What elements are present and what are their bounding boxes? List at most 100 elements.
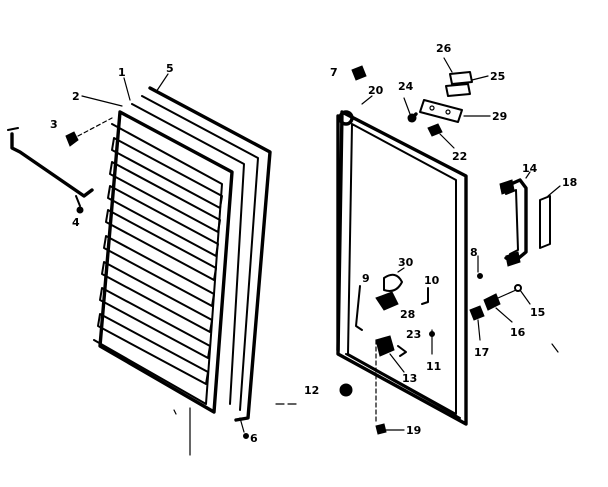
callout-8: 8 (470, 246, 478, 259)
callout-24: 24 (398, 80, 414, 93)
shelf-rib (97, 313, 209, 385)
lock-cylinder-outline (383, 273, 403, 292)
leader-line (397, 267, 405, 273)
bottom-bushing-icon (339, 383, 353, 397)
door-inner-frame (347, 123, 457, 415)
leader-line (403, 97, 411, 115)
callout-13: 13 (402, 372, 417, 385)
shim-plate (445, 83, 471, 97)
handle-mount-icon (469, 305, 485, 321)
hinge-screw-icon (407, 113, 417, 123)
bracket-end (7, 127, 19, 131)
callout-22: 22 (452, 150, 467, 163)
gasket-inner-edge (141, 95, 259, 411)
leader-line (77, 117, 113, 137)
callout-18: 18 (562, 176, 577, 189)
strike-bracket-icon (421, 287, 429, 305)
callout-12: 12 (304, 384, 319, 397)
handle-bracket (7, 127, 94, 214)
handle-trim (539, 195, 551, 249)
callout-20: 20 (368, 84, 384, 97)
door-liner-assembly (65, 73, 297, 456)
leader-line (519, 289, 531, 305)
callout-5: 5 (166, 62, 174, 75)
leader-line (477, 319, 481, 341)
top-hinge-assembly (361, 57, 491, 149)
callout-25: 25 (490, 70, 505, 83)
leader-line (495, 307, 513, 323)
screw-icon (477, 273, 483, 279)
door-gasket (148, 86, 272, 422)
leader-line (361, 95, 373, 105)
gasket-clip (243, 433, 249, 439)
leader-line (389, 353, 405, 373)
callout-11: 11 (426, 360, 441, 373)
handle-mount-icon (483, 293, 501, 311)
callout-26: 26 (436, 42, 452, 55)
handle-inner (505, 189, 519, 255)
callout-labels: 1 2 3 4 5 6 7 8 9 10 11 12 13 14 15 16 1… (50, 42, 577, 445)
shelf-rib (111, 137, 223, 209)
handle-end-cap (499, 179, 515, 195)
hole (429, 105, 435, 111)
leader-line (155, 73, 169, 93)
leader-line (443, 57, 453, 73)
shelf-rib (109, 161, 221, 233)
lock-body-icon (375, 291, 399, 311)
hinge-plate (419, 99, 463, 123)
handle-end-cap (505, 251, 521, 267)
leader-line (123, 77, 131, 101)
shelf-rib (103, 235, 215, 307)
screw-icon (514, 284, 522, 292)
callout-23: 23 (406, 328, 421, 341)
shelf-rib (105, 209, 217, 281)
callout-15: 15 (530, 306, 545, 319)
door-handle-assembly (469, 171, 561, 353)
leader-line (497, 289, 517, 299)
clip-icon (397, 345, 407, 357)
leader-line (525, 171, 531, 179)
callout-2: 2 (72, 90, 80, 103)
leader-line (81, 95, 123, 107)
screw-icon (375, 423, 387, 435)
callout-16: 16 (510, 326, 526, 339)
leader-line (239, 417, 245, 433)
latch-icon (375, 335, 395, 357)
shelf-rib (107, 185, 219, 257)
tick-mark (173, 409, 177, 415)
leader-line (547, 185, 561, 197)
callout-17: 17 (474, 346, 489, 359)
door-panel-assembly (336, 65, 483, 435)
hole (445, 109, 451, 115)
bracket-bar (10, 132, 94, 198)
tick-mark (551, 343, 559, 353)
callout-7: 7 (330, 66, 338, 79)
door-liner (98, 110, 234, 414)
shelf-rib (101, 261, 213, 333)
screw-icon (76, 206, 84, 214)
screw-icon (429, 331, 435, 337)
callout-6: 6 (250, 432, 258, 445)
hinge-bracket-icon (427, 123, 443, 137)
callout-19: 19 (406, 424, 421, 437)
callout-9: 9 (362, 272, 370, 285)
breaker-strip (131, 103, 245, 405)
leader-line (439, 133, 455, 149)
bracket-foot (75, 195, 81, 207)
top-hinge-bushing (338, 110, 354, 126)
callout-14: 14 (522, 162, 538, 175)
callout-29: 29 (492, 110, 507, 123)
shelf-rib (99, 287, 211, 359)
lock-rod (355, 285, 363, 331)
callout-30: 30 (398, 256, 414, 269)
door-shelves (97, 137, 223, 385)
hinge-pin-icon (351, 65, 367, 81)
shim-plate (449, 71, 473, 85)
screw-icon (65, 131, 79, 147)
callout-4: 4 (72, 216, 80, 229)
callout-1: 1 (118, 66, 126, 79)
door-bottom-edge (345, 353, 461, 419)
callout-28: 28 (400, 308, 415, 321)
